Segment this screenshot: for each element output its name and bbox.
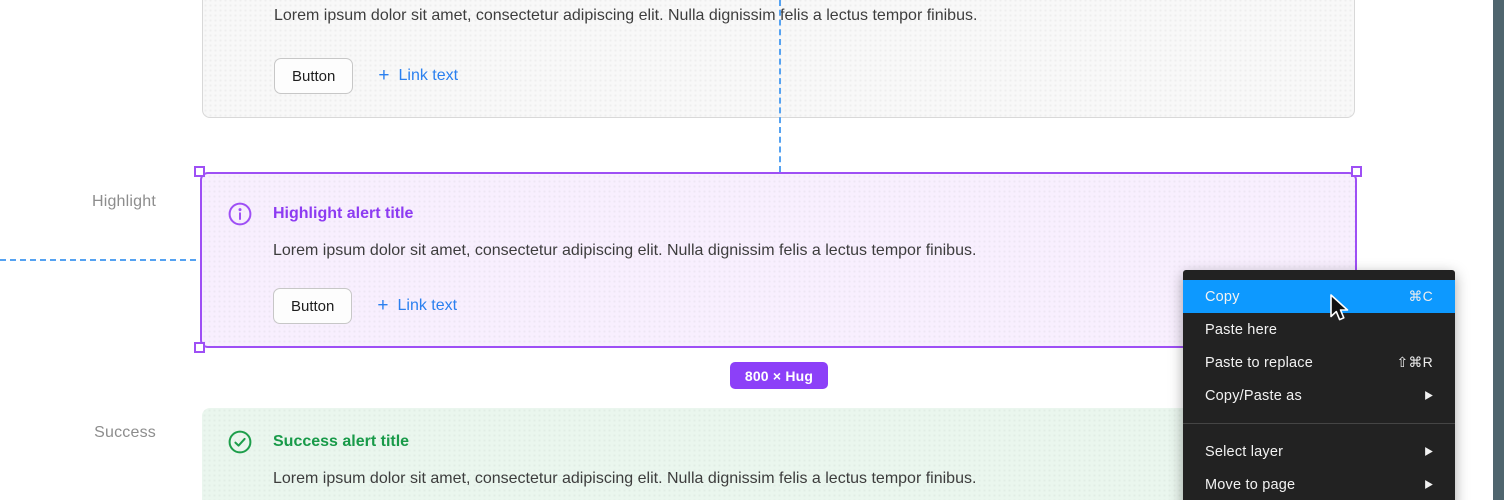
menu-item-move-to-page[interactable]: Move to page ▶: [1183, 468, 1455, 500]
plus-icon: +: [377, 295, 389, 316]
alert-body-text: Lorem ipsum dolor sit amet, consectetur …: [273, 242, 977, 259]
alert-body-text: Lorem ipsum dolor sit amet, consectetur …: [274, 7, 978, 24]
alert-button[interactable]: Button: [273, 288, 353, 324]
submenu-arrow-icon: ▶: [1425, 478, 1433, 491]
menu-separator: [1183, 423, 1455, 424]
alert-title: Success alert title: [273, 433, 410, 450]
menu-item-select-layer[interactable]: Select layer ▶: [1183, 435, 1455, 468]
window-edge-bar: [1493, 0, 1504, 500]
canvas-label-success[interactable]: Success: [94, 424, 156, 441]
alignment-guide-horizontal: [0, 259, 196, 261]
plus-icon: +: [378, 65, 390, 86]
selection-handle-top-right[interactable]: [1351, 166, 1362, 177]
selection-handle-top-left[interactable]: [194, 166, 205, 177]
alert-card-default[interactable]: Lorem ipsum dolor sit amet, consectetur …: [202, 0, 1355, 118]
menu-item-shortcut: ⇧⌘R: [1396, 354, 1433, 370]
info-icon: [228, 202, 252, 226]
check-circle-icon: [228, 430, 252, 454]
alert-title: Highlight alert title: [273, 205, 414, 222]
alert-link[interactable]: + Link text: [378, 65, 459, 86]
menu-item-copy-paste-as[interactable]: Copy/Paste as ▶: [1183, 379, 1455, 412]
context-menu: Copy ⌘C Paste here Paste to replace ⇧⌘R …: [1183, 270, 1455, 500]
selection-handle-bottom-left[interactable]: [194, 342, 205, 353]
alert-link-label: Link text: [398, 67, 459, 84]
submenu-arrow-icon: ▶: [1425, 445, 1433, 458]
alert-card-highlight[interactable]: Highlight alert title Lorem ipsum dolor …: [200, 172, 1357, 348]
menu-item-label: Select layer: [1205, 443, 1284, 460]
canvas-label-highlight[interactable]: Highlight: [91, 193, 156, 210]
menu-item-copy[interactable]: Copy ⌘C: [1183, 280, 1455, 313]
alert-body-text: Lorem ipsum dolor sit amet, consectetur …: [273, 470, 977, 487]
alert-link-label: Link text: [397, 297, 458, 314]
menu-item-label: Paste to replace: [1205, 354, 1313, 371]
mouse-cursor-icon: [1326, 293, 1356, 330]
menu-item-label: Paste here: [1205, 321, 1278, 338]
alert-card-success[interactable]: Success alert title Lorem ipsum dolor si…: [202, 408, 1357, 500]
menu-item-label: Copy: [1205, 288, 1240, 305]
menu-item-paste-to-replace[interactable]: Paste to replace ⇧⌘R: [1183, 346, 1455, 379]
alignment-guide-vertical: [779, 0, 781, 172]
menu-item-label: Copy/Paste as: [1205, 387, 1302, 404]
menu-item-paste-here[interactable]: Paste here: [1183, 313, 1455, 346]
alert-link[interactable]: + Link text: [377, 295, 458, 316]
submenu-arrow-icon: ▶: [1425, 389, 1433, 402]
menu-item-shortcut: ⌘C: [1408, 288, 1433, 304]
menu-item-label: Move to page: [1205, 476, 1296, 493]
alert-button[interactable]: Button: [274, 58, 354, 94]
selection-size-badge: 800 × Hug: [730, 362, 828, 389]
